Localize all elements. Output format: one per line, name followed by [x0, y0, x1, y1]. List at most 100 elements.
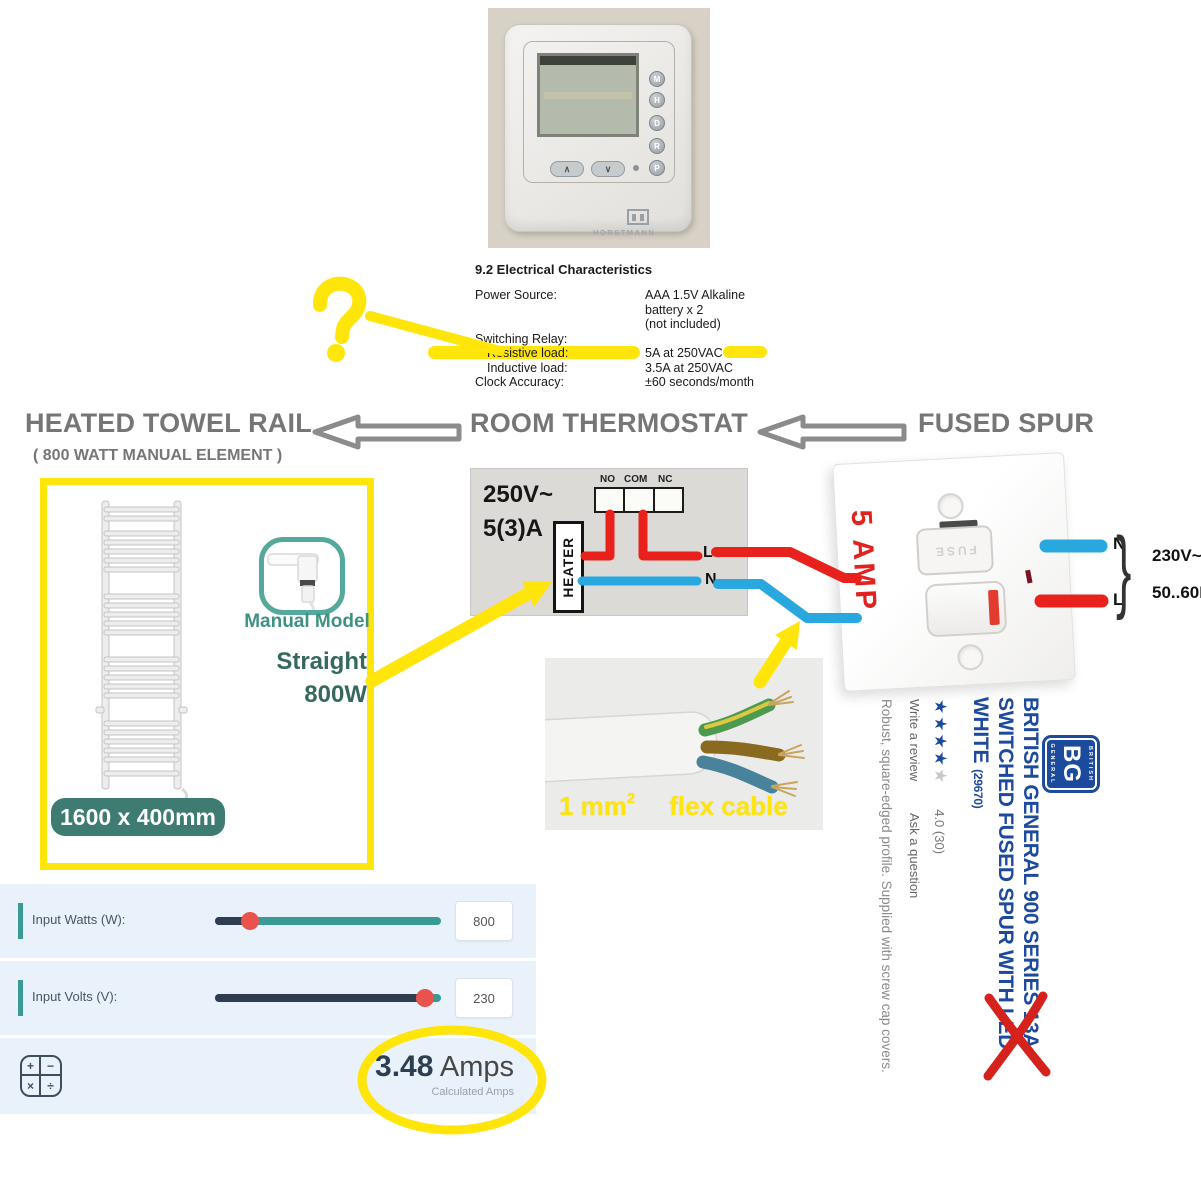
towel-rail-watts: 800W: [304, 681, 367, 708]
volts-label: Input Volts (V):: [32, 989, 118, 1004]
slider-fill: [215, 917, 256, 925]
subheading-element: ( 800 WATT MANUAL ELEMENT ): [33, 447, 283, 464]
row-accent-bar: [18, 903, 23, 939]
terminal-no: [596, 489, 626, 511]
thermostat-lcd: [537, 53, 639, 137]
live-label: L: [703, 544, 713, 561]
spec-label: Inductive load:: [487, 360, 568, 375]
towel-rail-style: Straight: [276, 648, 367, 675]
rating-row: ★★★★★ 4.0 (30): [930, 699, 950, 854]
heading-fused-spur: FUSED SPUR: [918, 408, 1095, 438]
star-empty-icon[interactable]: ★: [931, 767, 950, 786]
button-h[interactable]: H: [649, 92, 665, 108]
horstmann-logo-icon: [627, 209, 649, 225]
stars-filled-icon[interactable]: ★★★★: [931, 699, 950, 768]
product-title-line2: SWITCHED FUSED SPUR WITH LED: [994, 697, 1017, 1050]
up-button[interactable]: ∧: [550, 161, 584, 177]
neutral-label: N: [705, 571, 717, 588]
left-arrow-icon: [312, 414, 462, 450]
screw-top-icon: [936, 492, 965, 520]
spec-label-resistive: Resistive load:: [487, 346, 569, 360]
slider-fill: [215, 994, 427, 1002]
button-m[interactable]: M: [649, 71, 665, 87]
spec-value: 3.5A at 250VAC: [645, 360, 734, 375]
supply-frequency: 50..60Hz: [1152, 583, 1201, 602]
write-review-link[interactable]: Write a review: [907, 699, 922, 782]
amps-caption: Calculated Amps: [431, 1086, 514, 1098]
heater-box: HEATER: [553, 521, 584, 613]
terminal-nc: [655, 489, 682, 511]
down-button[interactable]: ∨: [591, 161, 625, 177]
flex-cable-icon: [539, 690, 805, 797]
ask-question-link[interactable]: Ask a question: [907, 813, 922, 899]
thermostat-photo: M H D R P ∧ ∨ HORSTMANN: [488, 8, 710, 248]
rocker-switch[interactable]: [924, 580, 1008, 638]
indicator-dot: [633, 165, 639, 171]
row-accent-bar: [18, 980, 23, 1016]
calculator-icon: +−×÷: [20, 1055, 62, 1097]
product-title-line1: BRITISH GENERAL 900 SERIES 13A: [1019, 697, 1042, 1049]
fused-spur-photo: FUSE 5 AMP: [832, 452, 1076, 692]
amps-value: 3.48: [375, 1050, 434, 1083]
manual-model-label: Manual Model: [244, 611, 370, 632]
volts-value-field[interactable]: 230: [455, 978, 513, 1018]
switch-red-indicator: [988, 589, 1000, 626]
watts-label: Input Watts (W):: [32, 912, 126, 927]
calculated-amps: 3.48 Amps Calculated Amps: [330, 1050, 514, 1098]
spec-label: [475, 303, 645, 318]
spec-value: battery x 2: [645, 302, 704, 317]
thermostat-wiring-diagram: 250V~ 5(3)A NO COM NC HEATER: [470, 468, 748, 616]
thermostat-brand: HORSTMANN: [593, 228, 656, 237]
screw-bottom-icon: [956, 643, 985, 671]
towel-rail-icon: [95, 500, 189, 802]
spec-value: AAA 1.5V Alkaline: [645, 288, 746, 302]
amps-unit: Amps: [433, 1051, 514, 1083]
button-d[interactable]: D: [649, 115, 665, 131]
watts-value-field[interactable]: 800: [455, 901, 513, 941]
spec-label: Power Source:: [475, 288, 557, 302]
product-listing: BRITISH BG GENERAL BRITISH GENERAL 900 S…: [840, 695, 1100, 1095]
product-description: Robust, square-edged profile. Supplied w…: [879, 699, 894, 1073]
volts-slider-thumb[interactable]: [416, 989, 434, 1007]
amp-annotation: 5 AMP: [844, 508, 882, 614]
watts-slider-thumb[interactable]: [241, 912, 259, 930]
spec-label: Switching Relay:: [475, 331, 568, 346]
spec-label: Clock Accuracy:: [475, 375, 564, 389]
thermostat-front-panel: [523, 41, 675, 183]
calc-row-watts: Input Watts (W): 800: [0, 884, 536, 958]
terminal-com: [625, 489, 655, 511]
terminal-block: [594, 487, 684, 513]
left-arrow-icon: [757, 414, 907, 450]
button-r[interactable]: R: [649, 138, 665, 154]
product-code: (29670): [971, 769, 985, 809]
calc-row-result: +−×÷ 3.48 Amps Calculated Amps: [0, 1038, 536, 1114]
lcd-band: [544, 92, 632, 99]
terminal-label-no: NO: [600, 474, 615, 485]
fuse-holder[interactable]: FUSE: [915, 524, 995, 576]
spec-value-resistive: 5A at 250VAC: [645, 346, 723, 360]
calc-row-volts: Input Volts (V): 230: [0, 961, 536, 1035]
towel-rail-box: Manual Model Straight 800W 1600 x 400mm: [40, 478, 374, 870]
thermostat-device: M H D R P ∧ ∨ HORSTMANN: [504, 24, 692, 237]
supply-live-label: L: [1113, 590, 1124, 609]
highlight-bar-right: [723, 346, 767, 358]
watts-slider[interactable]: [215, 912, 441, 930]
wiring-amps: 5(3)A: [483, 515, 544, 542]
button-p[interactable]: P: [649, 160, 665, 176]
supply-voltage: 230V~: [1152, 546, 1201, 565]
supply-neutral-label: N: [1113, 534, 1126, 553]
spec-value: ±60 seconds/month: [645, 375, 755, 389]
electrical-characteristics: 9.2 Electrical Characteristics Power Sou…: [475, 262, 775, 390]
wiring-voltage: 250V~: [483, 481, 554, 508]
power-cable: [181, 787, 189, 802]
product-title-line3: WHITE(29670): [969, 697, 992, 809]
led-indicator: [1025, 569, 1033, 584]
bg-brand-logo: BRITISH BG GENERAL: [1042, 735, 1100, 793]
rating-value: 4.0 (30): [932, 809, 947, 855]
spec-title: 9.2 Electrical Characteristics: [475, 262, 653, 277]
volts-slider[interactable]: [215, 989, 441, 1007]
brace: }: [1116, 519, 1132, 621]
